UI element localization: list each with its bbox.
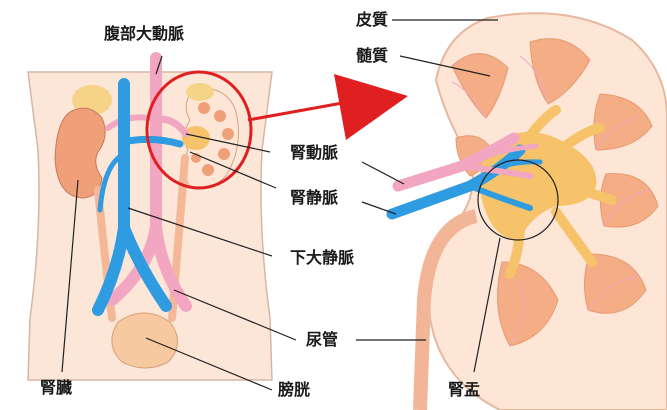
kidney-cross-section xyxy=(392,13,667,410)
left-kidney xyxy=(55,108,105,198)
label-bladder: 膀胱 xyxy=(278,382,310,398)
label-ureter: 尿管 xyxy=(306,332,338,348)
label-cortex: 皮質 xyxy=(356,12,388,28)
label-renal-pelvis: 腎盂 xyxy=(448,382,480,398)
label-abdominal-aorta: 腹部大動脈 xyxy=(104,26,184,42)
bladder-shape xyxy=(112,313,178,368)
abdomen-figure xyxy=(28,58,272,380)
adrenal-gland-right xyxy=(186,83,214,101)
label-inferior-vena-cava: 下大静脈 xyxy=(290,250,354,266)
label-medulla: 髄質 xyxy=(356,48,388,64)
zoom-arrow xyxy=(248,74,408,140)
label-renal-vein: 腎静脈 xyxy=(290,190,338,206)
label-kidney: 腎臓 xyxy=(40,380,72,396)
label-renal-artery: 腎動脈 xyxy=(290,145,338,161)
